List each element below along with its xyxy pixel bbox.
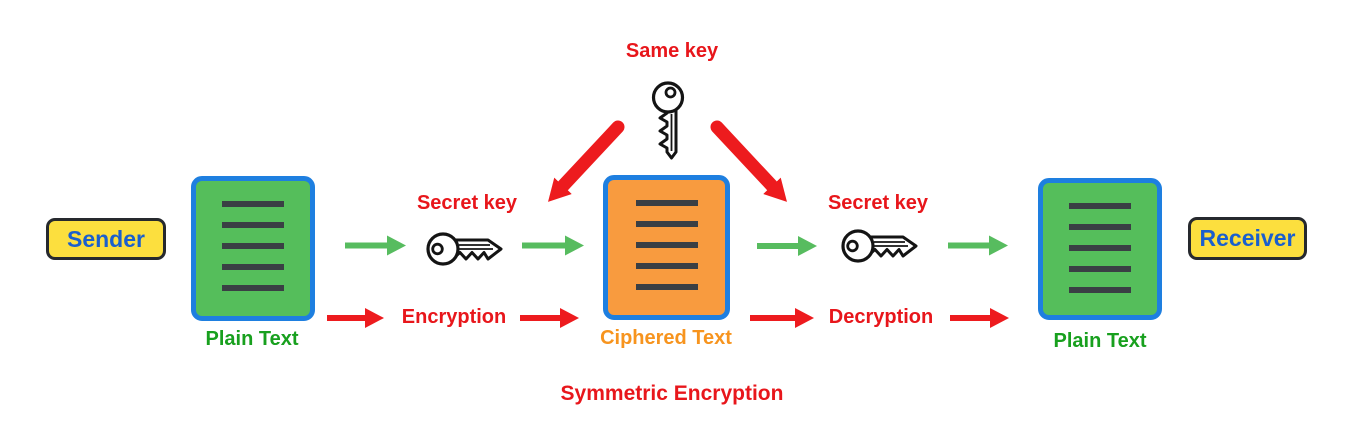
plain-text-label-left: Plain Text — [205, 328, 299, 350]
document-text-line — [635, 200, 698, 206]
key-icon — [841, 229, 918, 263]
same-key-icon-box — [646, 78, 691, 163]
ciphered-text-document — [603, 175, 730, 320]
document-text-line — [222, 201, 284, 207]
receiver-label: Receiver — [1199, 225, 1296, 251]
same-key-label: Same key — [625, 40, 719, 62]
document-text-line — [1069, 287, 1131, 293]
secret-key-icon-right-box — [837, 220, 922, 270]
ciphered-text-label: Ciphered Text — [600, 327, 732, 349]
document-text-line — [1069, 266, 1131, 272]
document-text-line — [635, 242, 698, 248]
sender-box: Sender — [46, 218, 166, 260]
plain-text-document-left — [191, 176, 315, 321]
document-text-line — [222, 264, 284, 270]
decryption-label: Decryption — [828, 306, 934, 328]
receiver-box: Receiver — [1188, 217, 1307, 260]
key-icon — [426, 232, 503, 266]
document-text-line — [635, 284, 698, 290]
document-text-line — [635, 221, 698, 227]
document-text-line — [1069, 245, 1131, 251]
secret-key-label-left: Secret key — [416, 192, 518, 214]
secret-key-icon-left-box — [422, 223, 507, 273]
plain-text-label-right: Plain Text — [1053, 330, 1147, 352]
same-key-to-left-arrow — [548, 120, 625, 202]
plain-text-document-right — [1038, 178, 1162, 320]
key-icon — [651, 81, 685, 160]
diagram-caption: Symmetric Encryption — [560, 382, 784, 405]
document-text-line — [635, 263, 698, 269]
document-text-line — [1069, 224, 1131, 230]
same-key-to-right-arrow — [710, 120, 787, 202]
sender-label: Sender — [67, 225, 145, 252]
document-text-line — [222, 243, 284, 249]
document-text-line — [222, 285, 284, 291]
secret-key-label-right: Secret key — [827, 192, 929, 214]
encryption-label: Encryption — [401, 306, 507, 328]
document-text-line — [1069, 203, 1131, 209]
document-text-line — [222, 222, 284, 228]
